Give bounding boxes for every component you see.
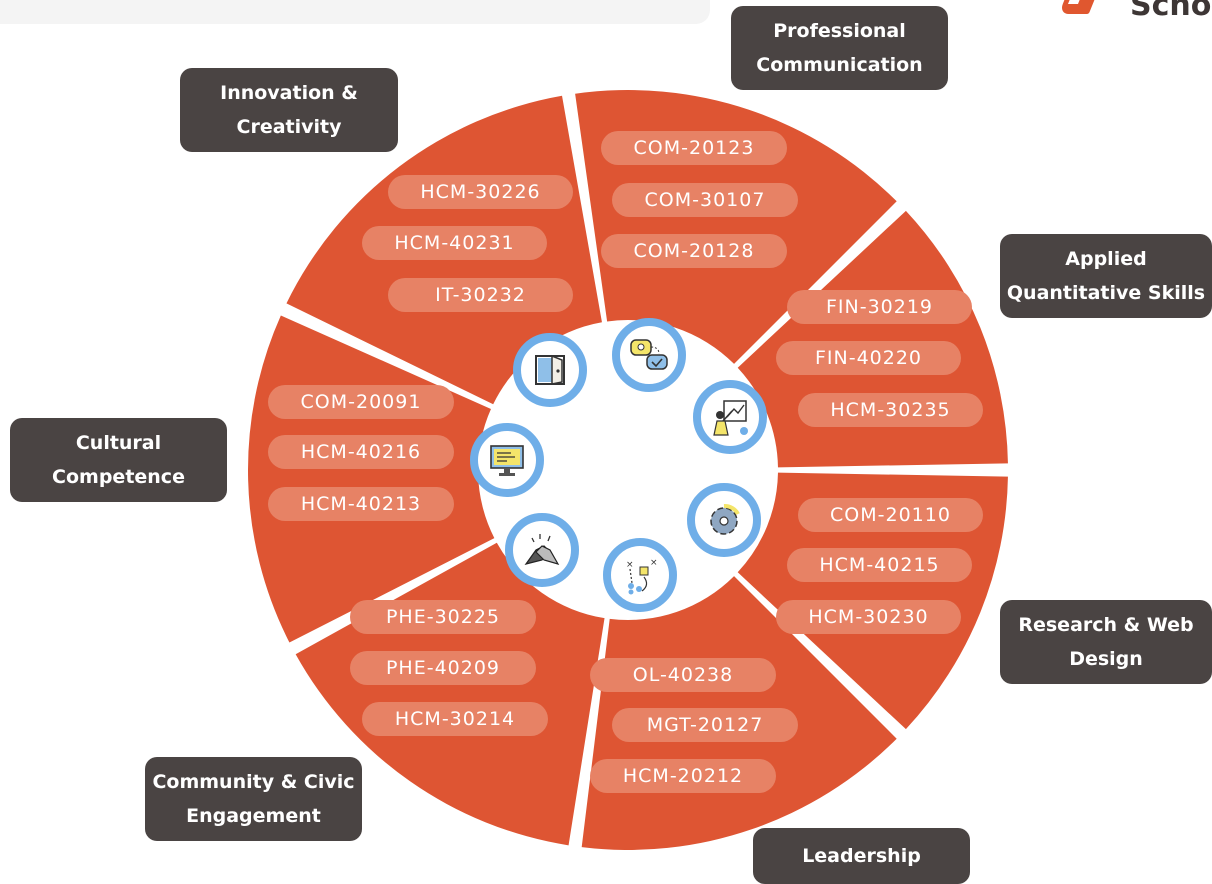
- course-pill: FIN-30219: [787, 290, 972, 324]
- label-research-web-design: Research & Web Design: [1000, 600, 1212, 684]
- course-pill: HCM-30230: [776, 600, 961, 634]
- top-bar: [0, 0, 710, 24]
- monitor-icon: [470, 423, 544, 497]
- course-pill: PHE-40209: [350, 651, 536, 685]
- course-pill: HCM-40215: [787, 548, 972, 582]
- door-icon: [513, 333, 587, 407]
- presentation-icon: [693, 380, 767, 454]
- gear-icon: [687, 483, 761, 557]
- svg-text:×: ×: [650, 558, 658, 568]
- course-pill: FIN-40220: [776, 341, 961, 375]
- course-pill: COM-20123: [601, 131, 787, 165]
- course-pill: HCM-30214: [362, 702, 548, 736]
- idea-chat-icon: [612, 318, 686, 392]
- course-pill: OL-40238: [590, 658, 776, 692]
- course-pill: COM-20128: [601, 234, 787, 268]
- svg-text:×: ×: [626, 560, 634, 570]
- course-pill: HCM-40231: [362, 226, 547, 260]
- handshake-icon: [505, 513, 579, 587]
- label-community-civic-engagement: Community & Civic Engagement: [145, 757, 362, 841]
- course-pill: COM-30107: [612, 183, 798, 217]
- course-pill: COM-20091: [268, 385, 454, 419]
- course-pill: HCM-40216: [268, 435, 454, 469]
- course-pill: MGT-20127: [612, 708, 798, 742]
- course-pill: HCM-40213: [268, 487, 454, 521]
- label-professional-communication: Professional Communication: [731, 6, 948, 90]
- label-innovation-creativity: Innovation & Creativity: [180, 68, 398, 152]
- course-pill: HCM-30226: [388, 175, 573, 209]
- label-leadership: Leadership: [753, 828, 970, 884]
- logo-text: Scho: [1130, 0, 1212, 23]
- course-pill: HCM-30235: [798, 393, 983, 427]
- label-applied-quantitative-skills: Applied Quantitative Skills: [1000, 234, 1212, 318]
- course-pill: COM-20110: [798, 498, 983, 532]
- label-cultural-competence: Cultural Competence: [10, 418, 227, 502]
- brand-logo: Scho: [1058, 0, 1212, 34]
- course-pill: PHE-30225: [350, 600, 536, 634]
- course-pill: HCM-20212: [590, 759, 776, 793]
- strategy-icon: × ×: [603, 538, 677, 612]
- course-pill: IT-30232: [388, 278, 573, 312]
